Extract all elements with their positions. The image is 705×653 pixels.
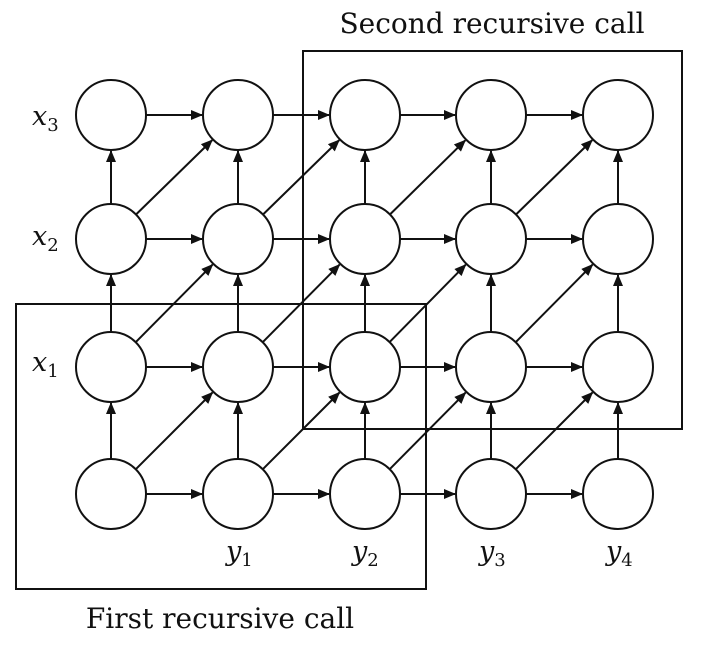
edge-diag-r0c1 [261, 391, 341, 471]
edge-diag-r0c0 [134, 391, 214, 471]
edge-diag-r1c3 [514, 263, 594, 343]
row-label-x3: x3 [32, 101, 59, 136]
first-recursive-call-label: First recursive call [86, 602, 354, 635]
grid-node-r2c2 [329, 203, 401, 275]
col-label-y2: y2 [351, 536, 379, 571]
grid-node-r3c1 [202, 79, 274, 151]
edge-diag-r1c0 [134, 263, 214, 343]
grid-node-r0c4 [582, 458, 654, 530]
edge-diag-r1c2 [388, 263, 467, 343]
grid-node-r0c2 [329, 458, 401, 530]
grid-node-r2c4 [582, 203, 654, 275]
grid-node-r1c1 [202, 331, 274, 403]
second-recursive-call-label: Second recursive call [339, 7, 644, 40]
grid-node-r0c0 [75, 458, 147, 530]
row-label-x2: x2 [32, 221, 59, 256]
grid-node-r2c0 [75, 203, 147, 275]
edge-layer [106, 110, 623, 499]
grid-node-r0c3 [455, 458, 527, 530]
grid-node-r2c3 [455, 203, 527, 275]
grid-node-r3c2 [329, 79, 401, 151]
node-layer [75, 79, 654, 530]
grid-node-r3c4 [582, 79, 654, 151]
edge-diag-r2c2 [389, 139, 467, 216]
edge-diag-r1c1 [261, 263, 341, 343]
grid-node-r3c0 [75, 79, 147, 151]
grid-node-r1c0 [75, 331, 147, 403]
grid-node-r3c3 [455, 79, 527, 151]
col-label-y4: y4 [605, 536, 633, 571]
grid-node-r1c3 [455, 331, 527, 403]
edge-diag-r2c1 [262, 139, 340, 216]
grid-node-r1c4 [582, 331, 654, 403]
grid-node-r2c1 [202, 203, 274, 275]
col-label-y1: y1 [225, 536, 253, 571]
grid-node-r0c1 [202, 458, 274, 530]
row-label-x1: x1 [32, 347, 59, 382]
edge-diag-r2c3 [515, 139, 593, 216]
col-label-y3: y3 [478, 536, 506, 571]
edge-diag-r0c2 [388, 391, 467, 470]
first-recursive-call-box [15, 303, 427, 590]
edge-diag-r2c0 [135, 139, 213, 216]
edge-diag-r0c3 [514, 391, 594, 471]
grid-node-r1c2 [329, 331, 401, 403]
